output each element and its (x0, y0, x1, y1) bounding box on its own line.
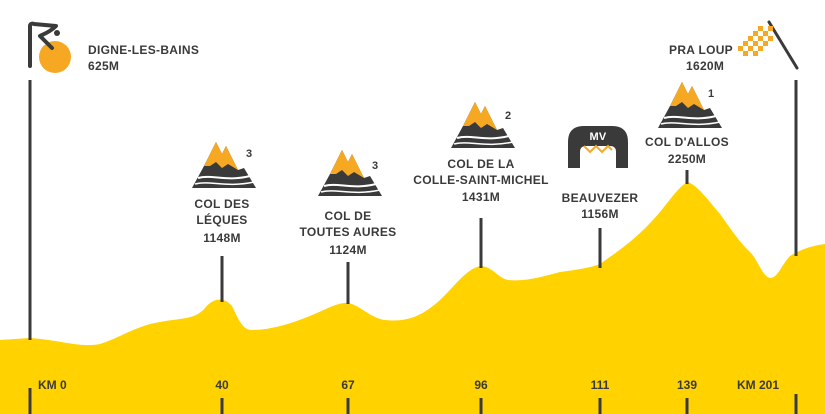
point-name-line1: COL DES (194, 197, 250, 211)
km-label: 40 (215, 378, 229, 392)
km-label: 67 (341, 378, 355, 392)
km-label-start: KM 0 (38, 378, 67, 392)
start-elevation: 625M (88, 59, 120, 73)
km-label: 111 (590, 378, 610, 392)
sprint-badge: MV (589, 131, 607, 143)
km-label-finish: KM 201 (737, 378, 780, 392)
point-name-line1: COL D'ALLOS (645, 135, 729, 149)
point-elevation: 1156M (581, 207, 619, 221)
point-elevation: 1431M (461, 190, 501, 204)
point-name-line2: LÉQUES (196, 213, 248, 227)
start-logo (28, 21, 71, 73)
point-name-line1: COL DE LA (447, 157, 515, 171)
point-name-line1: BEAUVEZER (561, 191, 639, 205)
finish-elevation: 1620M (686, 59, 725, 73)
point-elevation: 2250M (667, 152, 707, 166)
climb-category: 3 (372, 160, 379, 172)
point-elevation: 1148M (203, 231, 241, 245)
point-name-line1: COL DE (324, 209, 372, 223)
km-label: 96 (474, 378, 488, 392)
point-elevation: 1124M (329, 243, 367, 257)
point-name-line2: COLLE-SAINT-MICHEL (413, 173, 549, 187)
climb-category: 2 (505, 110, 512, 122)
climb-category: 3 (246, 148, 253, 160)
sprint-arch-icon (568, 126, 628, 168)
elevation-profile (0, 182, 825, 414)
start-name: DIGNE-LES-BAINS (88, 43, 200, 57)
km-label: 139 (676, 378, 698, 392)
checkered-flag-icon (738, 20, 799, 70)
finish-name: PRA LOUP (669, 43, 733, 57)
climb-category: 1 (708, 88, 715, 100)
km-ticks (220, 398, 689, 414)
point-name-line2: TOUTES AURES (299, 225, 397, 239)
